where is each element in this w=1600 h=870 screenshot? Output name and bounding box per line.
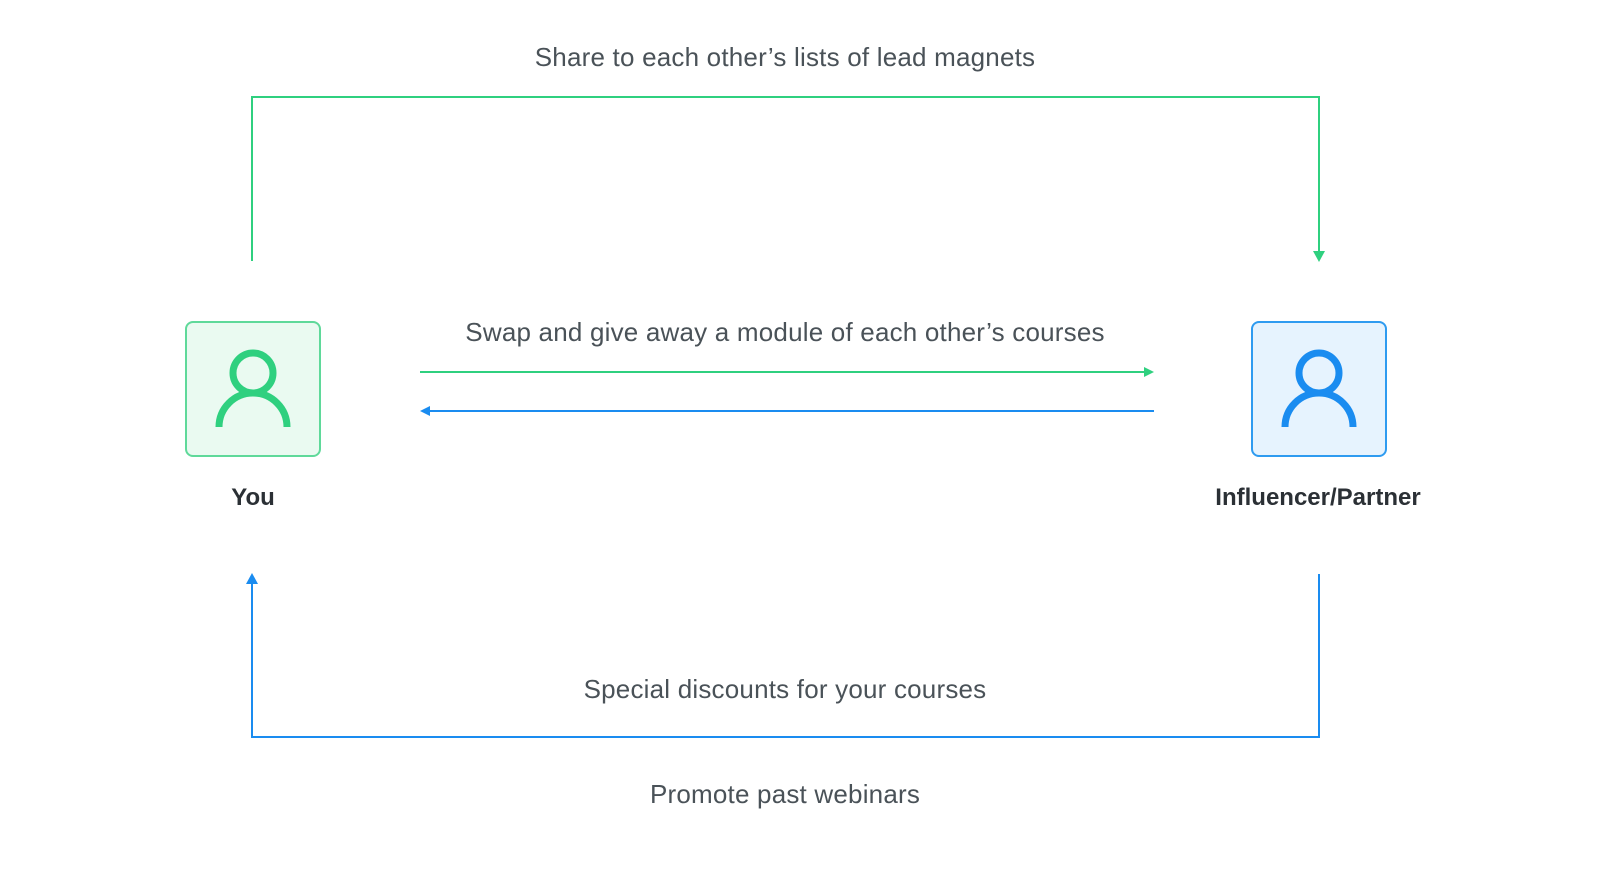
partner-node (1251, 321, 1387, 457)
you-label: You (231, 484, 275, 511)
middle-arrow-right-head (1144, 367, 1154, 377)
top-arrow-label: Share to each other’s lists of lead magn… (534, 42, 1036, 72)
top-arrowhead (1313, 251, 1325, 262)
user-icon (1281, 349, 1357, 428)
bottom-arrow-line (251, 574, 1320, 738)
you-node (185, 321, 321, 457)
middle-arrow-left-head (420, 406, 430, 416)
bottom-arrowhead (246, 573, 258, 584)
user-icon (215, 349, 291, 428)
bottom-arrow-label: Special discounts for your courses (583, 674, 987, 704)
footer-label: Promote past webinars (649, 779, 921, 809)
middle-arrow-label: Swap and give away a module of each othe… (465, 317, 1105, 347)
partner-label: Influencer/Partner (1215, 484, 1421, 511)
top-arrow-line (251, 96, 1320, 261)
